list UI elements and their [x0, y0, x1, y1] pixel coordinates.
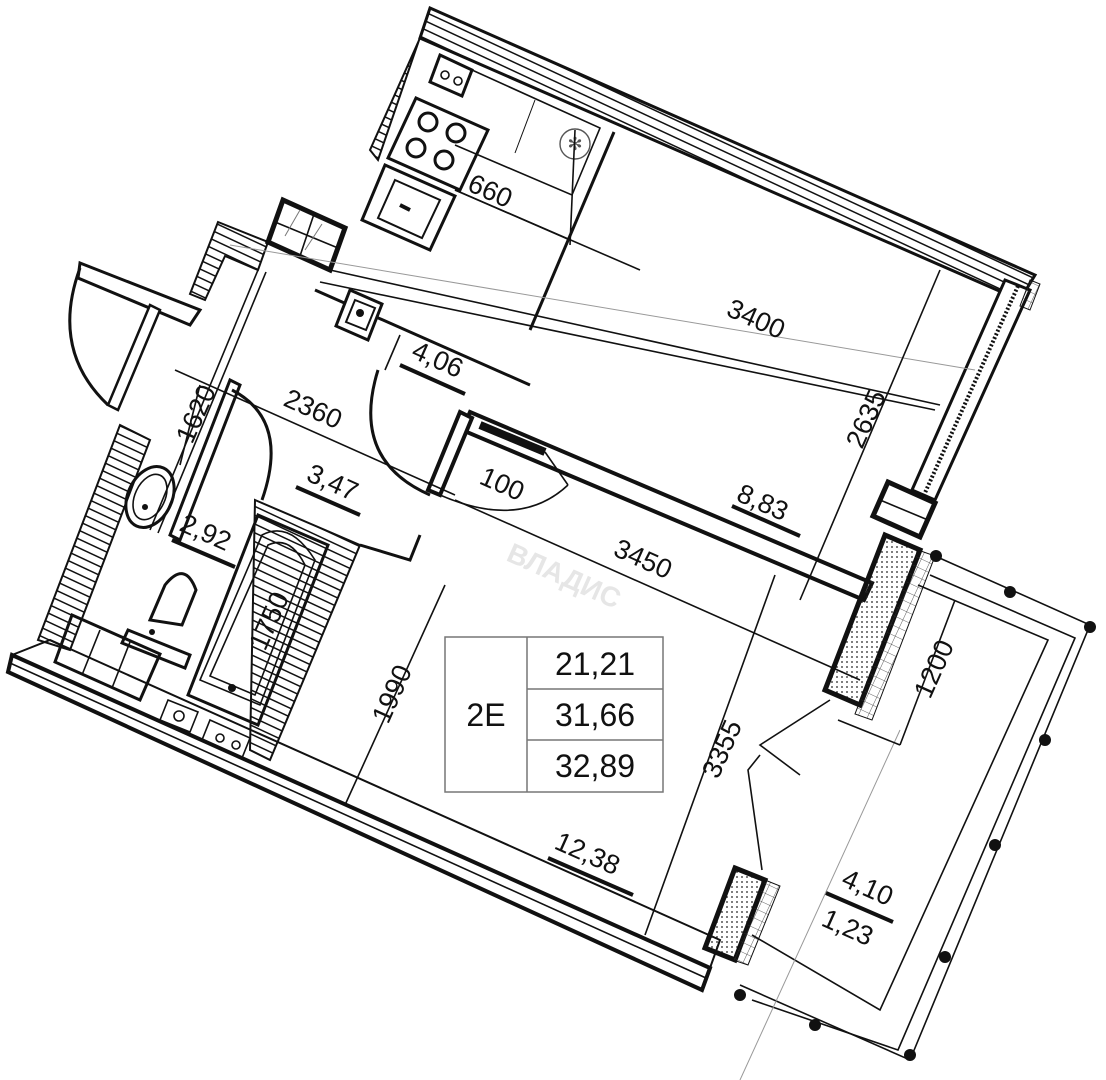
room-label-living-room: 12,38 — [547, 826, 634, 897]
dim-hall-length: 2360 — [280, 383, 347, 435]
hall-door[interactable] — [369, 334, 431, 497]
total-area-value: 31,66 — [555, 697, 635, 733]
ventilation-shaft-1 — [264, 196, 349, 274]
bathroom-door[interactable] — [231, 388, 273, 501]
total-area-with-balcony-value: 32,89 — [555, 748, 635, 784]
exterior-wall-kitchen-left — [368, 7, 431, 163]
entrance-door[interactable] — [68, 260, 203, 412]
washing-machine-icon — [53, 612, 162, 702]
dim-partition: 100 — [476, 461, 529, 507]
axis-lines — [229, 244, 976, 1080]
area-hall: 4,06 — [408, 335, 468, 384]
dim-kitchen-counter: 660 — [464, 168, 517, 214]
dimension-lines — [174, 129, 956, 936]
room-label-balcony: 4,10 1,23 — [818, 863, 898, 952]
area-balcony: 4,10 — [838, 863, 898, 912]
electrical-panel-icon — [334, 287, 384, 343]
kitchen-hood-vent — [428, 52, 474, 99]
dim-living-niche: 1990 — [366, 660, 418, 727]
room-label-hall: 4,06 — [399, 335, 468, 396]
balcony-door[interactable] — [747, 699, 831, 871]
bathroom-vent-icons — [158, 698, 252, 760]
kitchen-sink-icon — [360, 163, 458, 252]
dim-living-width: 3355 — [696, 715, 748, 782]
bathtub-icon — [186, 513, 330, 727]
area-living-room: 12,38 — [551, 826, 625, 881]
ventilation-shaft-2 — [869, 478, 939, 541]
dim-living-length: 3450 — [610, 533, 677, 585]
area-corridor: 3,47 — [303, 458, 363, 507]
area-summary-table: 2E 21,21 31,66 32,89 — [444, 636, 664, 793]
washbasin-icon — [124, 465, 176, 529]
dim-kitchen-width: 2635 — [840, 385, 892, 452]
stove-icon — [385, 96, 491, 192]
dim-kitchen-length: 3400 — [723, 293, 790, 345]
entrance-wall — [188, 220, 270, 302]
room-label-corridor: 3,47 — [295, 458, 363, 517]
living-area-value: 21,21 — [555, 646, 635, 682]
kitchen-window — [910, 278, 1041, 502]
dim-balcony-depth: 1200 — [908, 635, 960, 702]
exterior-wall-top — [418, 5, 1038, 302]
apartment-type: 2E — [466, 697, 505, 733]
interior-walls — [149, 269, 936, 966]
kitchen-counter-edge — [528, 131, 616, 331]
area-bathroom: 2,92 — [176, 508, 236, 557]
balcony-frame — [734, 550, 1096, 1062]
exterior-wall-bathroom-left — [36, 423, 152, 652]
